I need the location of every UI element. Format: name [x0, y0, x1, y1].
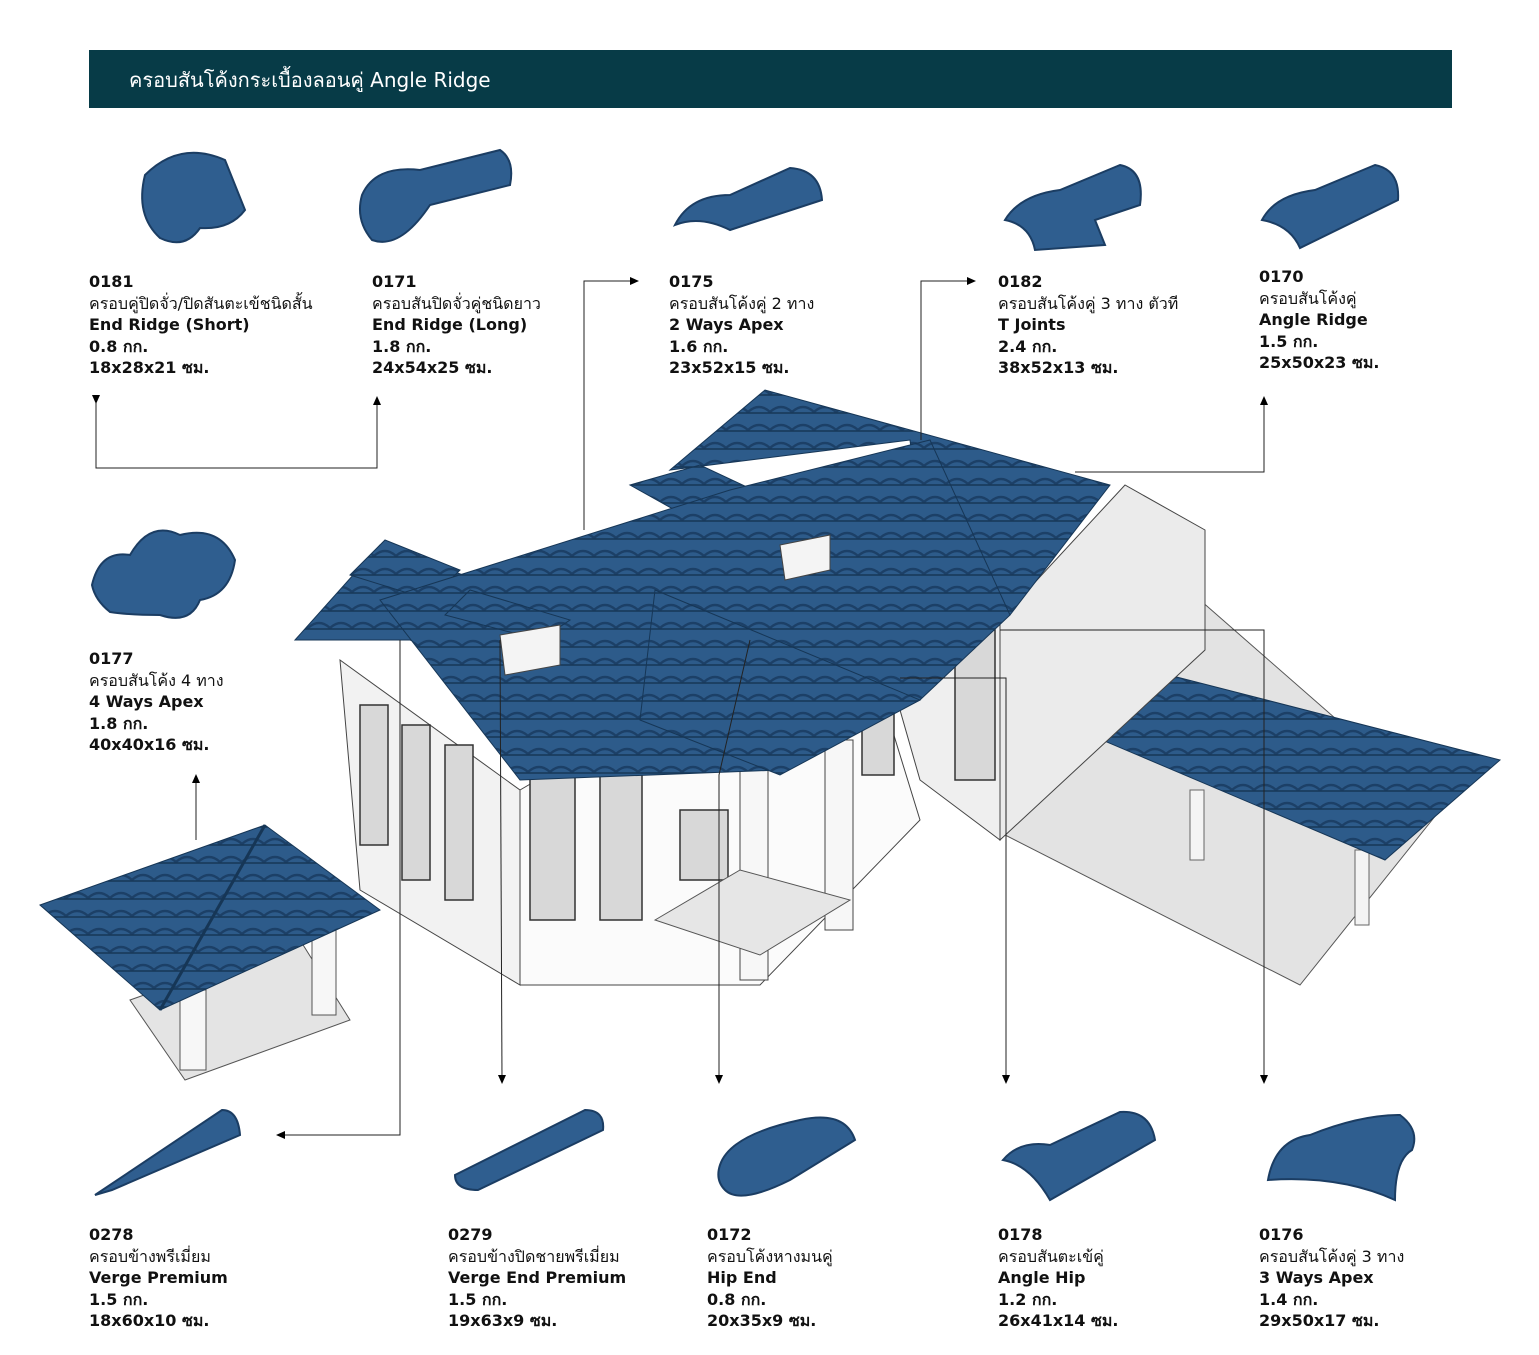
product-name-english: Verge End Premium: [448, 1268, 627, 1287]
main-house: [293, 389, 1206, 986]
product-name-thai: ครอบสันปิดจั่วคู่ชนิดยาว: [372, 293, 541, 313]
product-weight: 0.8 กก.: [707, 1289, 767, 1309]
product-name-thai: ครอบโค้งหางมนคู่: [707, 1246, 833, 1266]
product-name-thai: ครอบข้างปิดชายพรีเมี่ยม: [448, 1246, 620, 1266]
product-code: 0176: [1259, 1225, 1304, 1244]
product-size: 19x63x9 ซม.: [448, 1311, 558, 1330]
product-code: 0178: [998, 1225, 1043, 1244]
product-name-english: Hip End: [707, 1268, 777, 1287]
product-code: 0278: [89, 1225, 134, 1244]
product-name-english: Angle Ridge: [1259, 310, 1368, 329]
product-name-thai: ครอบสันตะเข้คู่: [998, 1246, 1104, 1266]
product-name-thai: ครอบคู่ปิดจั่ว/ปิดสันตะเข้ชนิดสั้น: [89, 293, 313, 313]
product-weight: 1.6 กก.: [669, 336, 729, 356]
product-weight: 1.8 กก.: [372, 336, 432, 356]
product-size: 25x50x23 ซม.: [1259, 353, 1380, 372]
product-weight: 2.4 กก.: [998, 336, 1058, 356]
thumb-0182: [1003, 163, 1142, 252]
product-name-english: 2 Ways Apex: [669, 315, 784, 334]
product-name-thai: ครอบสันโค้งคู่ 3 ทาง: [1259, 1246, 1405, 1266]
product-name-english: T Joints: [998, 315, 1066, 334]
product-name-english: 3 Ways Apex: [1259, 1268, 1374, 1287]
product-name-thai: ครอบสันโค้งคู่: [1259, 288, 1357, 308]
product-size: 24x54x25 ซม.: [372, 358, 493, 377]
product-0182: 0182 ครอบสันโค้งคู่ 3 ทาง ตัวที T Joints…: [998, 271, 1178, 379]
product-weight: 1.2 กก.: [998, 1289, 1058, 1309]
product-name-thai: ครอบสันโค้ง 4 ทาง: [89, 670, 224, 690]
product-size: 18x60x10 ซม.: [89, 1311, 210, 1330]
product-0175: 0175 ครอบสันโค้งคู่ 2 ทาง 2 Ways Apex 1.…: [669, 271, 814, 379]
product-code: 0177: [89, 649, 134, 668]
product-0278: 0278 ครอบข้างพรีเมี่ยม Verge Premium 1.5…: [89, 1224, 228, 1332]
product-name-english: 4 Ways Apex: [89, 692, 204, 711]
page-title: ครอบสันโค้งกระเบื้องลอนคู่ Angle Ridge: [129, 68, 491, 92]
product-name-english: End Ridge (Long): [372, 315, 528, 334]
product-size: 40x40x16 ซม.: [89, 735, 210, 754]
product-size: 20x35x9 ซม.: [707, 1311, 817, 1330]
thumb-0171: [359, 148, 513, 243]
product-weight: 1.8 กก.: [89, 713, 149, 733]
product-0170: 0170 ครอบสันโค้งคู่ Angle Ridge 1.5 กก. …: [1259, 266, 1380, 374]
product-code: 0170: [1259, 267, 1304, 286]
product-weight: 0.8 กก.: [89, 336, 149, 356]
product-size: 38x52x13 ซม.: [998, 358, 1119, 377]
product-size: 23x52x15 ซม.: [669, 358, 790, 377]
thumb-0181: [141, 151, 247, 244]
product-weight: 1.5 กก.: [89, 1289, 149, 1309]
product-code: 0172: [707, 1225, 752, 1244]
thumb-0278: [94, 1108, 242, 1196]
product-size: 18x28x21 ซม.: [89, 358, 210, 377]
product-0181: 0181 ครอบคู่ปิดจั่ว/ปิดสันตะเข้ชนิดสั้น …: [89, 271, 313, 379]
gazebo: [39, 824, 381, 1081]
product-0178: 0178 ครอบสันตะเข้คู่ Angle Hip 1.2 กก. 2…: [998, 1224, 1119, 1332]
thumb-0279: [453, 1108, 605, 1192]
product-0171: 0171 ครอบสันปิดจั่วคู่ชนิดยาว End Ridge …: [372, 271, 541, 379]
product-code: 0279: [448, 1225, 493, 1244]
product-name-thai: ครอบสันโค้งคู่ 2 ทาง: [669, 293, 815, 313]
product-size: 26x41x14 ซม.: [998, 1311, 1119, 1330]
product-weight: 1.5 กก.: [448, 1289, 508, 1309]
product-code: 0175: [669, 272, 714, 291]
product-name-thai: ครอบสันโค้งคู่ 3 ทาง ตัวที: [998, 293, 1179, 313]
thumb-0172: [717, 1116, 857, 1197]
product-0279: 0279 ครอบข้างปิดชายพรีเมี่ยม Verge End P…: [448, 1224, 626, 1332]
thumb-0177: [90, 529, 237, 619]
product-name-english: Verge Premium: [89, 1268, 228, 1287]
product-0172: 0172 ครอบโค้งหางมนคู่ Hip End 0.8 กก. 20…: [707, 1224, 833, 1332]
product-name-thai: ครอบข้างพรีเมี่ยม: [89, 1246, 211, 1266]
product-0176: 0176 ครอบสันโค้งคู่ 3 ทาง 3 Ways Apex 1.…: [1259, 1224, 1404, 1332]
product-0177: 0177 ครอบสันโค้ง 4 ทาง 4 Ways Apex 1.8 ก…: [89, 648, 224, 756]
product-code: 0181: [89, 272, 134, 291]
product-name-english: Angle Hip: [998, 1268, 1086, 1287]
leader-lines: [92, 277, 1268, 1139]
thumb-0175: [672, 166, 824, 232]
product-weight: 1.5 กก.: [1259, 331, 1319, 351]
product-name-english: End Ridge (Short): [89, 315, 250, 334]
product-size: 29x50x17 ซม.: [1259, 1311, 1380, 1330]
product-code: 0182: [998, 272, 1043, 291]
thumb-0178: [1001, 1110, 1157, 1202]
thumb-0170: [1260, 163, 1400, 250]
product-weight: 1.4 กก.: [1259, 1289, 1319, 1309]
thumb-0176: [1266, 1113, 1416, 1202]
header-banner: ครอบสันโค้งกระเบื้องลอนคู่ Angle Ridge: [89, 50, 1452, 108]
product-code: 0171: [372, 272, 417, 291]
